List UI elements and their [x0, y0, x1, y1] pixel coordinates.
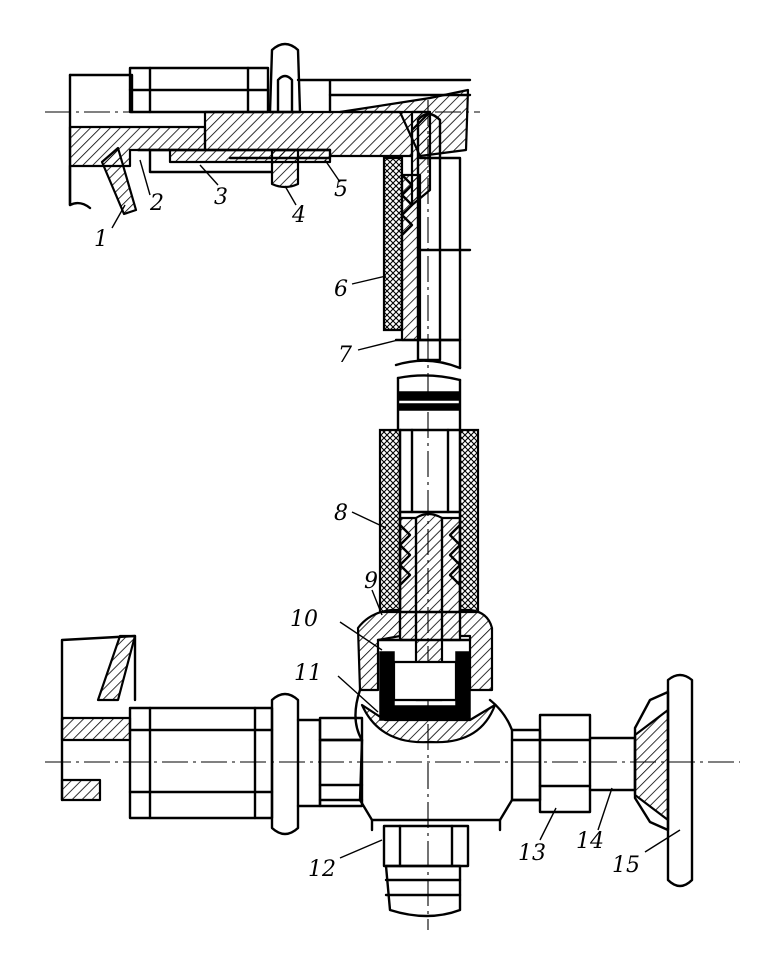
upper-vertical-socket [382, 112, 472, 370]
callout-labels: 1 2 3 4 5 6 7 8 9 10 11 12 13 14 15 [94, 177, 640, 882]
upper-pipe-and-elbow [136, 78, 472, 207]
callout-2: 2 [149, 191, 164, 216]
callout-5: 5 [334, 177, 348, 202]
callout-11: 11 [294, 661, 322, 686]
callout-1: 1 [94, 227, 108, 252]
callout-3: 3 [214, 185, 228, 210]
callout-10: 10 [290, 607, 318, 632]
callout-12: 12 [308, 857, 336, 882]
callout-15: 15 [612, 853, 640, 878]
bottom-nut-part-12 [382, 824, 470, 918]
callout-13: 13 [518, 841, 546, 866]
upper-hex-nut [128, 66, 270, 114]
callout-9: 9 [364, 569, 378, 594]
right-nut-pipe-valve-parts-13-15 [510, 673, 694, 888]
upper-wall-assembly [68, 73, 207, 216]
callout-6: 6 [334, 277, 348, 302]
lower-wall-assembly [60, 634, 137, 802]
left-hex-nut-and-pipe [128, 692, 364, 836]
callout-14: 14 [576, 829, 604, 854]
callout-8: 8 [334, 501, 348, 526]
callout-7: 7 [338, 343, 352, 368]
callout-4: 4 [291, 203, 306, 228]
leader-lines [111, 159, 681, 859]
